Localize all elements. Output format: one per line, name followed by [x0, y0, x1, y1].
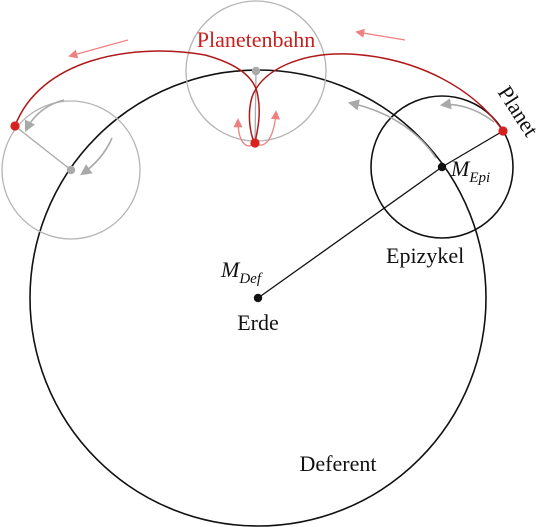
- epicycle-center-label: MEpi: [450, 156, 490, 186]
- earth-dot: [253, 293, 263, 303]
- earth-label: Erde: [237, 310, 279, 335]
- deferent-center-label-sub: Def: [238, 271, 262, 287]
- orbit-label: Planetenbahn: [197, 27, 316, 52]
- ghost-radius-left: [14, 125, 72, 171]
- ghost-planet-dot-top: [250, 138, 260, 148]
- epicycle-circle: [370, 95, 514, 239]
- deferent-radius-line: [257, 166, 443, 299]
- epicycle-motion-arrow: [439, 98, 495, 123]
- deferent-center-label: MDef: [220, 257, 263, 287]
- ghost-motion-arrow-left-inner: [80, 137, 113, 176]
- epicycle-label: Epizykel: [386, 243, 464, 268]
- orbit-direction-arrow-left: [68, 39, 129, 59]
- orbit-direction-arrow-right: [355, 28, 406, 41]
- ghost-center-dot-left: [66, 165, 76, 175]
- deferent-motion-arrow: [347, 99, 437, 159]
- epicycle-radius-line: [441, 130, 504, 168]
- ghost-motion-arrow-left-outer: [24, 99, 65, 133]
- epicycle-center-dot: [437, 162, 447, 172]
- deferent-label: Deferent: [300, 451, 377, 476]
- epicycle-center-label-main: M: [450, 156, 471, 181]
- ghost-epicycle-left: [1, 100, 141, 240]
- ghost-planet-dot-left: [10, 121, 20, 131]
- deferent-center-label-main: M: [220, 257, 241, 282]
- ghost-center-dot-top: [251, 66, 261, 76]
- ghost-radius-top: [254, 70, 257, 144]
- planet-dot: [498, 126, 508, 136]
- epicycle-center-label-sub: Epi: [468, 170, 490, 186]
